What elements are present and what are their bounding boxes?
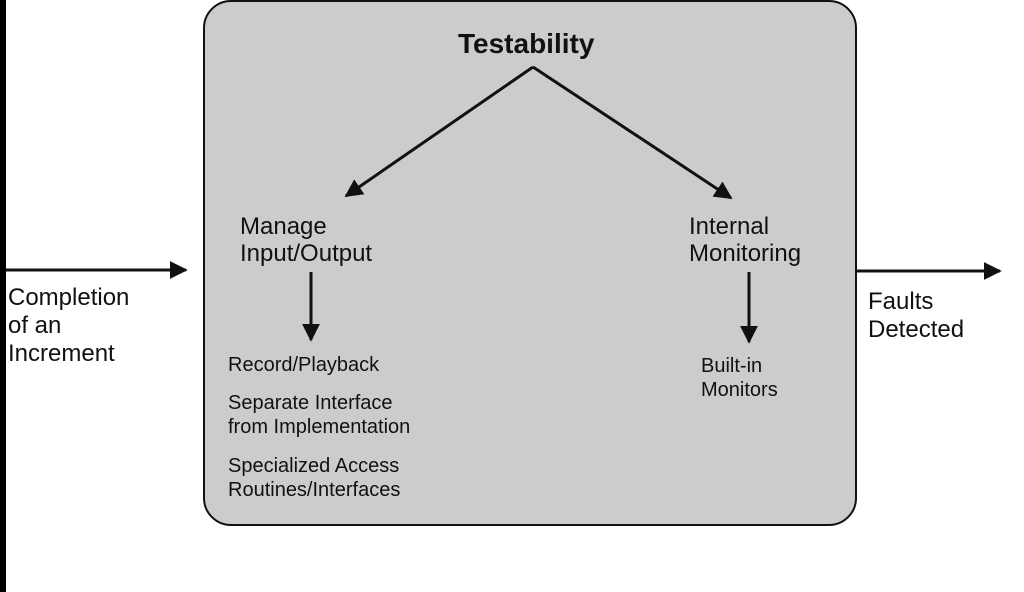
tactic-record-playback: Record/Playback: [228, 354, 380, 376]
title-to-internal-monitoring-arrow: [532, 65, 733, 200]
tactic-specialized-access: Specialized Access Routines/Interfaces: [228, 455, 401, 501]
branch-manage-input-output: Manage Input/Output: [240, 213, 373, 267]
title-to-manage-io-arrow: [344, 65, 534, 198]
output-label: Faults Detected: [868, 288, 965, 343]
tactic-built-in-monitors: Built-in Monitors: [701, 355, 778, 401]
diagram-title: Testability: [458, 28, 595, 59]
diagram-canvas: Testability Completion of an Increment F…: [6, 0, 1024, 592]
testability-tactics-box: [203, 0, 857, 526]
branch-internal-monitoring: Internal Monitoring: [689, 213, 802, 267]
input-label: Completion of an Increment: [8, 284, 130, 367]
tactic-separate-interface: Separate Interface from Implementation: [228, 392, 411, 438]
arrows-layer: [6, 65, 1002, 344]
